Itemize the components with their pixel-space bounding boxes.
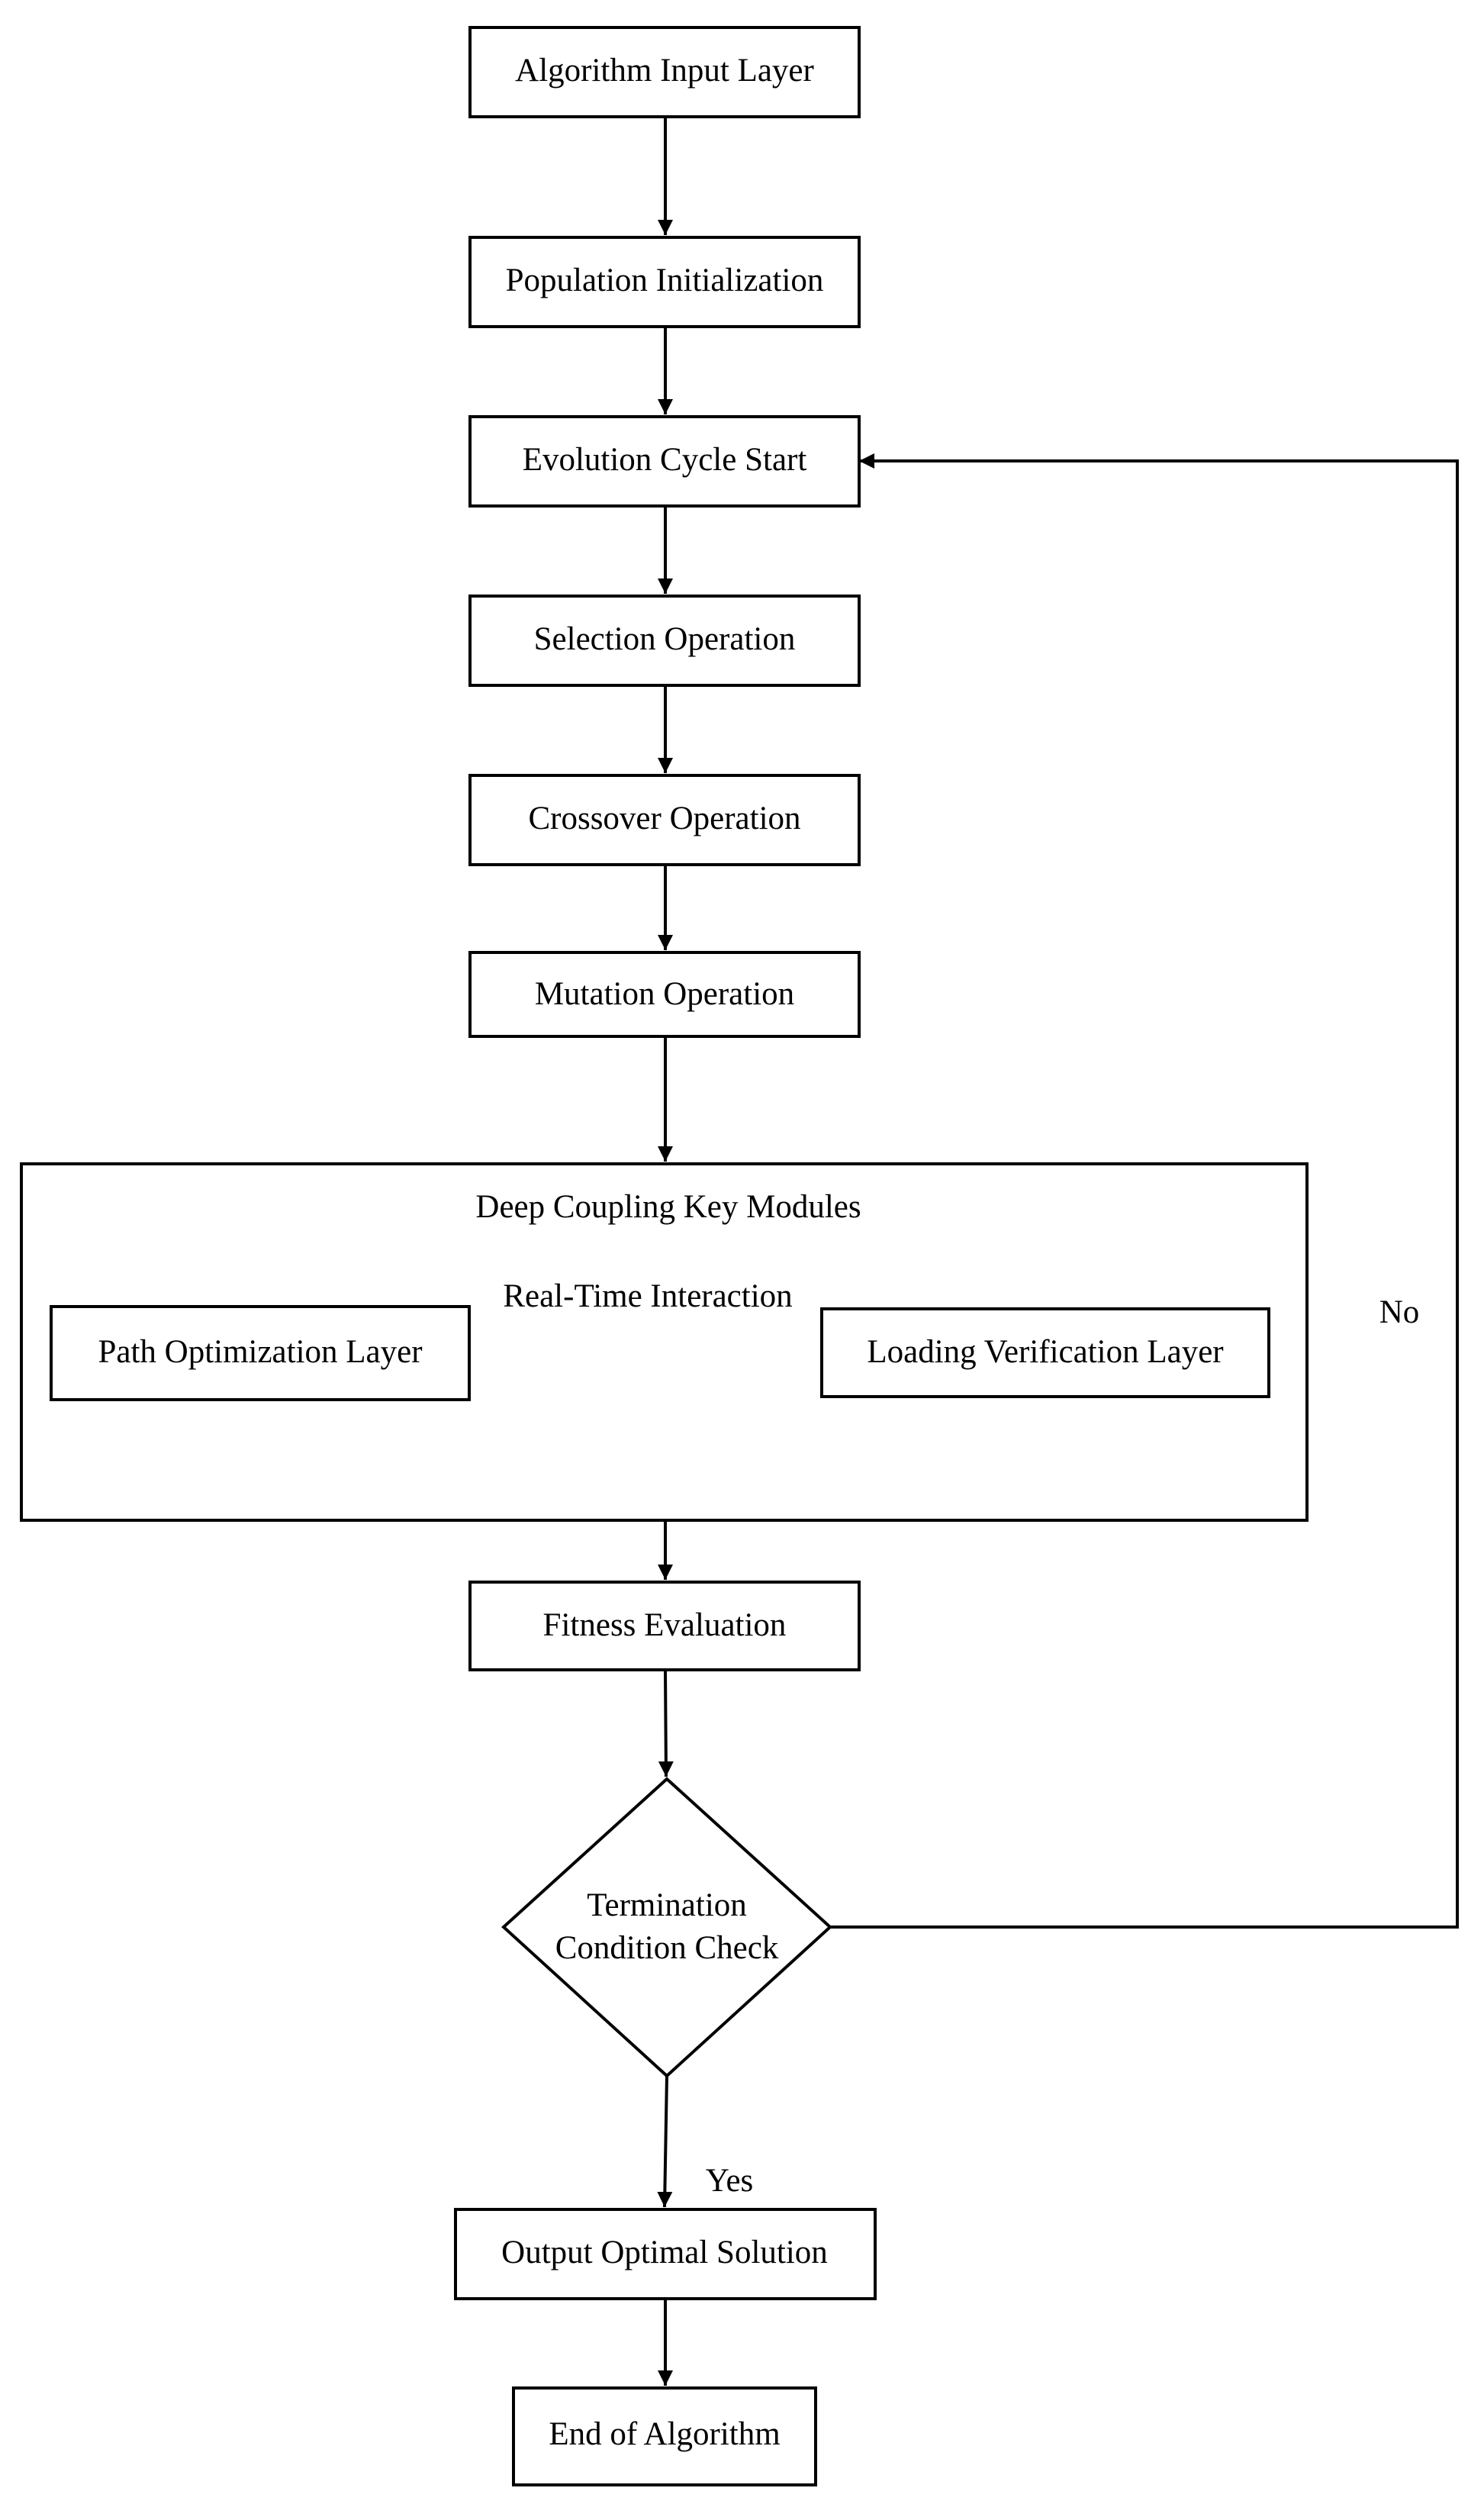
interaction-edge-label: Real-Time Interaction xyxy=(503,1278,792,1314)
coupling-module-title: Deep Coupling Key Modules xyxy=(475,1189,861,1225)
node-mutation-label: Mutation Operation xyxy=(535,976,794,1012)
node-output[interactable]: Output Optimal Solution xyxy=(454,2208,877,2300)
node-loading-verification-label: Loading Verification Layer xyxy=(867,1334,1223,1370)
node-selection[interactable]: Selection Operation xyxy=(468,595,861,687)
no-edge-label: No xyxy=(1379,1294,1420,1330)
node-fitness[interactable]: Fitness Evaluation xyxy=(468,1581,861,1671)
node-population-init-label: Population Initialization xyxy=(506,263,824,298)
node-evolution-start[interactable]: Evolution Cycle Start xyxy=(468,415,861,508)
node-loading-verification[interactable]: Loading Verification Layer xyxy=(820,1307,1270,1398)
node-termination-label-line1: Termination xyxy=(587,1887,747,1923)
node-crossover[interactable]: Crossover Operation xyxy=(468,774,861,866)
node-input-layer[interactable]: Algorithm Input Layer xyxy=(468,26,861,118)
node-evolution-start-label: Evolution Cycle Start xyxy=(523,442,807,478)
node-termination-check[interactable]: Termination Condition Check xyxy=(501,1777,832,2078)
edge-fitness-to-termination xyxy=(658,1669,674,1777)
node-selection-label: Selection Operation xyxy=(534,621,796,657)
node-end[interactable]: End of Algorithm xyxy=(512,2386,817,2486)
edge-termination-no-loop xyxy=(830,453,1459,1929)
edge-termination-yes-to-output xyxy=(657,2075,673,2208)
node-input-layer-label: Algorithm Input Layer xyxy=(515,53,814,89)
node-termination-label-line2: Condition Check xyxy=(555,1930,779,1966)
node-population-init[interactable]: Population Initialization xyxy=(468,236,861,328)
node-mutation[interactable]: Mutation Operation xyxy=(468,951,861,1038)
yes-edge-label: Yes xyxy=(706,2163,754,2199)
node-crossover-label: Crossover Operation xyxy=(528,801,800,836)
node-path-optimization[interactable]: Path Optimization Layer xyxy=(50,1305,471,1401)
node-end-label: End of Algorithm xyxy=(549,2416,780,2452)
node-path-optimization-label: Path Optimization Layer xyxy=(98,1334,422,1370)
node-output-label: Output Optimal Solution xyxy=(501,2235,828,2270)
node-fitness-label: Fitness Evaluation xyxy=(543,1607,787,1643)
